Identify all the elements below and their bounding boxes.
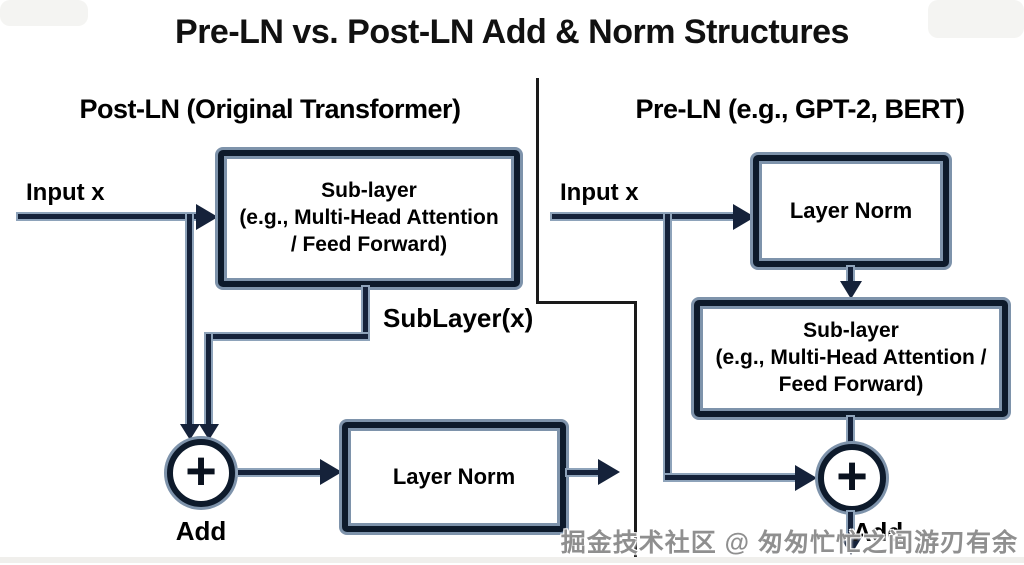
post-ln-heading: Post-LN (Original Transformer)	[79, 94, 461, 124]
layernorm-box-label: Layer Norm	[789, 198, 913, 223]
sublayer-box-line2: (e.g., Multi-Head Attention	[239, 206, 499, 230]
pre-ln-residual-line-right	[665, 475, 795, 480]
post-ln-output-line	[363, 287, 368, 339]
post-ln-sublayer-box: Sub-layer (e.g., Multi-Head Attention / …	[218, 150, 520, 287]
arrowhead-down	[199, 424, 219, 440]
watermark-text: 掘金技术社区 @ 匆匆忙忙之间游刃有余	[560, 529, 1018, 557]
divider-line-segment	[634, 301, 637, 557]
arrowhead-right	[320, 459, 342, 485]
post-ln-input-label: Input x	[26, 179, 105, 206]
arrowhead-down	[180, 424, 200, 440]
pre-ln-sublayer-box: Sub-layer (e.g., Multi-Head Attention / …	[694, 300, 1008, 417]
pre-ln-input-line	[552, 214, 734, 219]
pre-ln-add-label: Add	[852, 517, 904, 547]
sublayer-box-line2: (e.g., Multi-Head Attention /	[715, 346, 987, 370]
arrowhead-right	[733, 204, 755, 230]
pre-ln-layernorm-box: Layer Norm	[753, 155, 949, 267]
post-ln-add-to-norm-line	[238, 470, 322, 475]
diagram-title: Pre-LN vs. Post-LN Add & Norm Structures	[175, 13, 849, 51]
divider-line-segment	[536, 301, 637, 304]
sublayer-output-label: SubLayer(x)	[383, 303, 534, 333]
post-ln-output-arrow-line	[567, 470, 599, 475]
layernorm-box-label: Layer Norm	[392, 464, 516, 489]
arrowhead-right	[795, 465, 817, 491]
post-ln-return-line-down	[206, 334, 211, 426]
pre-ln-residual-line-down	[665, 214, 670, 480]
pre-ln-norm-to-sublayer-line	[848, 267, 853, 283]
arrowhead-right	[598, 459, 620, 485]
scan-artifact	[0, 557, 1024, 563]
sublayer-box-line3: Feed Forward)	[778, 372, 924, 396]
scan-artifact	[928, 0, 1024, 38]
arrowhead-right	[196, 204, 218, 230]
pre-ln-sublayer-to-add-line	[848, 417, 853, 447]
post-ln-residual-line	[187, 214, 192, 426]
sublayer-box-title: Sub-layer	[321, 179, 417, 203]
pre-ln-heading: Pre-LN (e.g., GPT-2, BERT)	[635, 94, 965, 124]
plus-icon: +	[185, 440, 217, 501]
post-ln-add-circle: +	[167, 439, 235, 507]
post-ln-layernorm-box: Layer Norm	[342, 422, 566, 532]
arrowhead-down	[840, 537, 862, 555]
pre-ln-output-line	[848, 512, 853, 538]
sublayer-box-title: Sub-layer	[803, 319, 899, 343]
plus-icon: +	[836, 445, 868, 506]
pre-ln-add-circle: +	[818, 444, 886, 512]
scan-artifact	[0, 0, 88, 26]
sublayer-box-line3: / Feed Forward)	[290, 232, 448, 256]
post-ln-return-line	[206, 334, 368, 339]
pre-ln-input-label: Input x	[560, 179, 639, 206]
arrowhead-down	[840, 281, 862, 299]
divider-line-segment	[536, 78, 539, 304]
post-ln-add-label: Add	[175, 516, 227, 546]
post-ln-input-line	[18, 214, 198, 219]
